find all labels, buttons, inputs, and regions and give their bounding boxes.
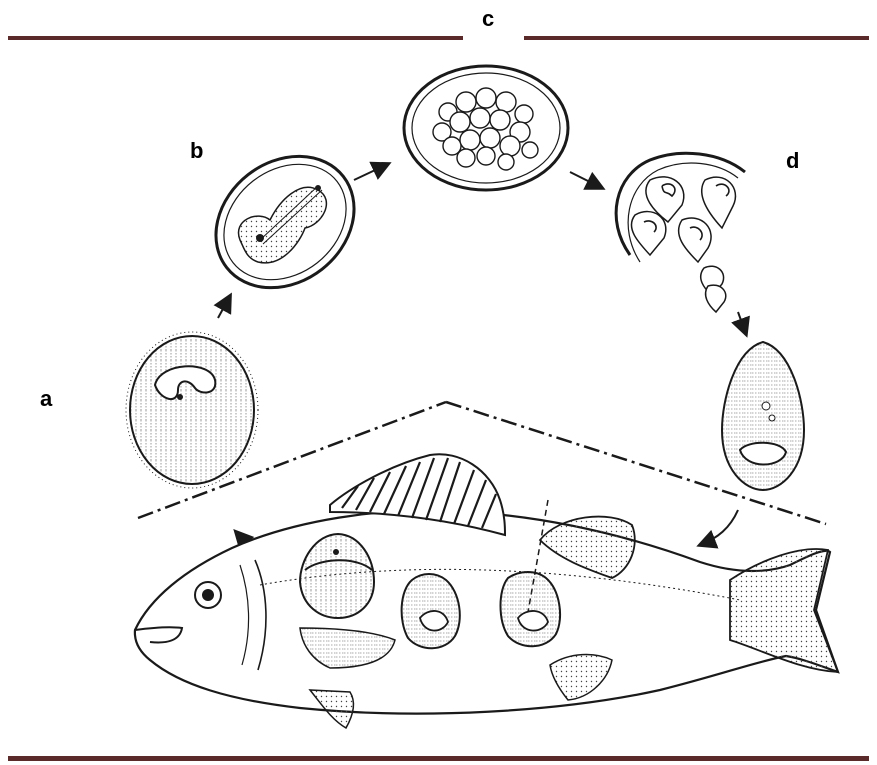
label-b: b: [190, 140, 203, 162]
label-c: c: [482, 8, 494, 30]
stage-b-dividing: [190, 129, 381, 315]
label-a: a: [40, 388, 52, 410]
stage-d-theronts: [616, 153, 745, 312]
stage-a-trophont: [126, 332, 258, 488]
label-d: d: [786, 150, 799, 172]
free-theront: [722, 342, 804, 490]
stage-c-tomites: [404, 66, 568, 190]
